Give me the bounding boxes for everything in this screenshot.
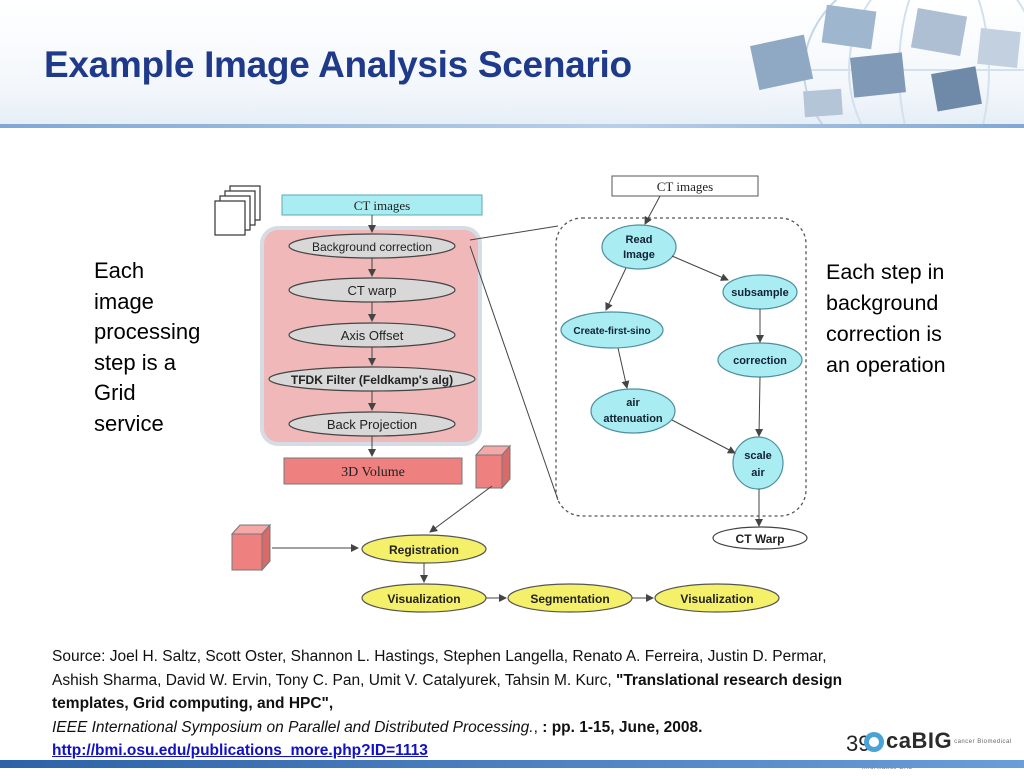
operation-label: CT Warp [736, 532, 785, 546]
citation-authors: Source: Joel H. Saltz, Scott Oster, Shan… [52, 648, 827, 689]
logo-text: caBIG [886, 728, 953, 753]
pipeline-step: TFDK Filter (Feldkamp's alg) [268, 366, 476, 392]
left-caption: Each image processing step is a Grid ser… [94, 256, 224, 439]
operation-node: subsample [722, 274, 798, 310]
operation-node: Create-first-sino [560, 311, 664, 349]
pipeline-step-label: TFDK Filter (Feldkamp's alg) [291, 373, 453, 387]
citation-venue: IEEE International Symposium on Parallel… [52, 718, 534, 736]
pipeline-step: Back Projection [288, 411, 456, 437]
header-divider [0, 124, 1024, 128]
citation-comma: , [533, 718, 538, 736]
operation-label: air [626, 397, 640, 409]
volume-box [283, 457, 463, 485]
operation-node: correction [717, 342, 803, 378]
citation-pages: : pp. 1-15, June, 2008. [542, 718, 703, 736]
left-caption-line: Grid [94, 380, 136, 405]
pipeline-step: Axis Offset [288, 322, 456, 348]
citation-link[interactable]: http://bmi.osu.edu/publications_more.php… [52, 742, 428, 760]
left-caption-line: Each [94, 258, 145, 283]
ct-images-box-right [611, 175, 759, 197]
globe-graphic [750, 0, 1024, 124]
operation-label: Image [623, 249, 655, 261]
right-caption-line: an operation [826, 353, 946, 377]
left-caption-line: step is a [94, 349, 176, 375]
operation-label: attenuation [603, 413, 663, 425]
operation-node: Read Image [601, 224, 677, 270]
left-caption-line: processing [94, 319, 201, 344]
ct-images-label-left: CT images [354, 198, 410, 213]
workflow-label: Segmentation [530, 592, 609, 606]
image-stack-icon [214, 185, 261, 236]
operation-node: scale air [732, 436, 784, 490]
pipeline-step-label: Background correction [312, 240, 432, 254]
pipeline-step: Background correction [288, 233, 456, 259]
pipeline-step-label: CT warp [348, 283, 397, 298]
zoom-line [469, 225, 559, 241]
zoom-line [469, 245, 559, 501]
workflow-node: Segmentation [507, 583, 633, 613]
operation-node: air attenuation [590, 388, 676, 434]
workflow-node: Visualization [361, 583, 487, 613]
volume-label: 3D Volume [341, 465, 405, 480]
operation-label: subsample [731, 287, 788, 299]
workflow-node: Registration [361, 534, 487, 564]
operation-node: CT Warp [712, 526, 808, 550]
source-citation: Source: Joel H. Saltz, Scott Oster, Shan… [52, 645, 852, 763]
left-caption-line: service [94, 410, 164, 436]
workflow-diagram: CT images Background correction CT warp … [214, 175, 808, 613]
operations-container [555, 217, 807, 517]
operation-label: scale [744, 450, 772, 462]
right-caption-line: correction is [826, 322, 942, 346]
operation-label: correction [733, 355, 787, 367]
right-caption: Each step in background correction is an… [826, 257, 986, 381]
workflow-node: Visualization [654, 583, 780, 613]
page-title: Example Image Analysis Scenario [44, 44, 632, 85]
right-caption-line: background [826, 291, 939, 315]
pipeline-step: CT warp [288, 277, 456, 303]
workflow-label: Visualization [680, 592, 753, 606]
pipeline-step-label: Axis Offset [341, 328, 404, 343]
cabig-logo-icon [864, 732, 884, 753]
volume-cube-icon [474, 444, 512, 490]
ct-images-box-left [281, 194, 483, 216]
operation-label: Read [626, 234, 653, 246]
slide-header: Example Image Analysis Scenario [0, 0, 1024, 124]
input-cube-icon [230, 523, 272, 572]
right-caption-line: Each step in [826, 260, 945, 284]
operation-label: air [751, 467, 765, 479]
workflow-label: Registration [389, 543, 459, 557]
left-caption-line: image [94, 288, 154, 314]
citation-paper-title: "Translational research design templates… [52, 671, 843, 713]
pipeline-step-label: Back Projection [327, 417, 417, 432]
ct-images-label-right: CT images [657, 179, 713, 194]
operation-label: Create-first-sino [573, 326, 650, 337]
workflow-label: Visualization [387, 592, 460, 606]
footer-bar [0, 760, 1024, 768]
